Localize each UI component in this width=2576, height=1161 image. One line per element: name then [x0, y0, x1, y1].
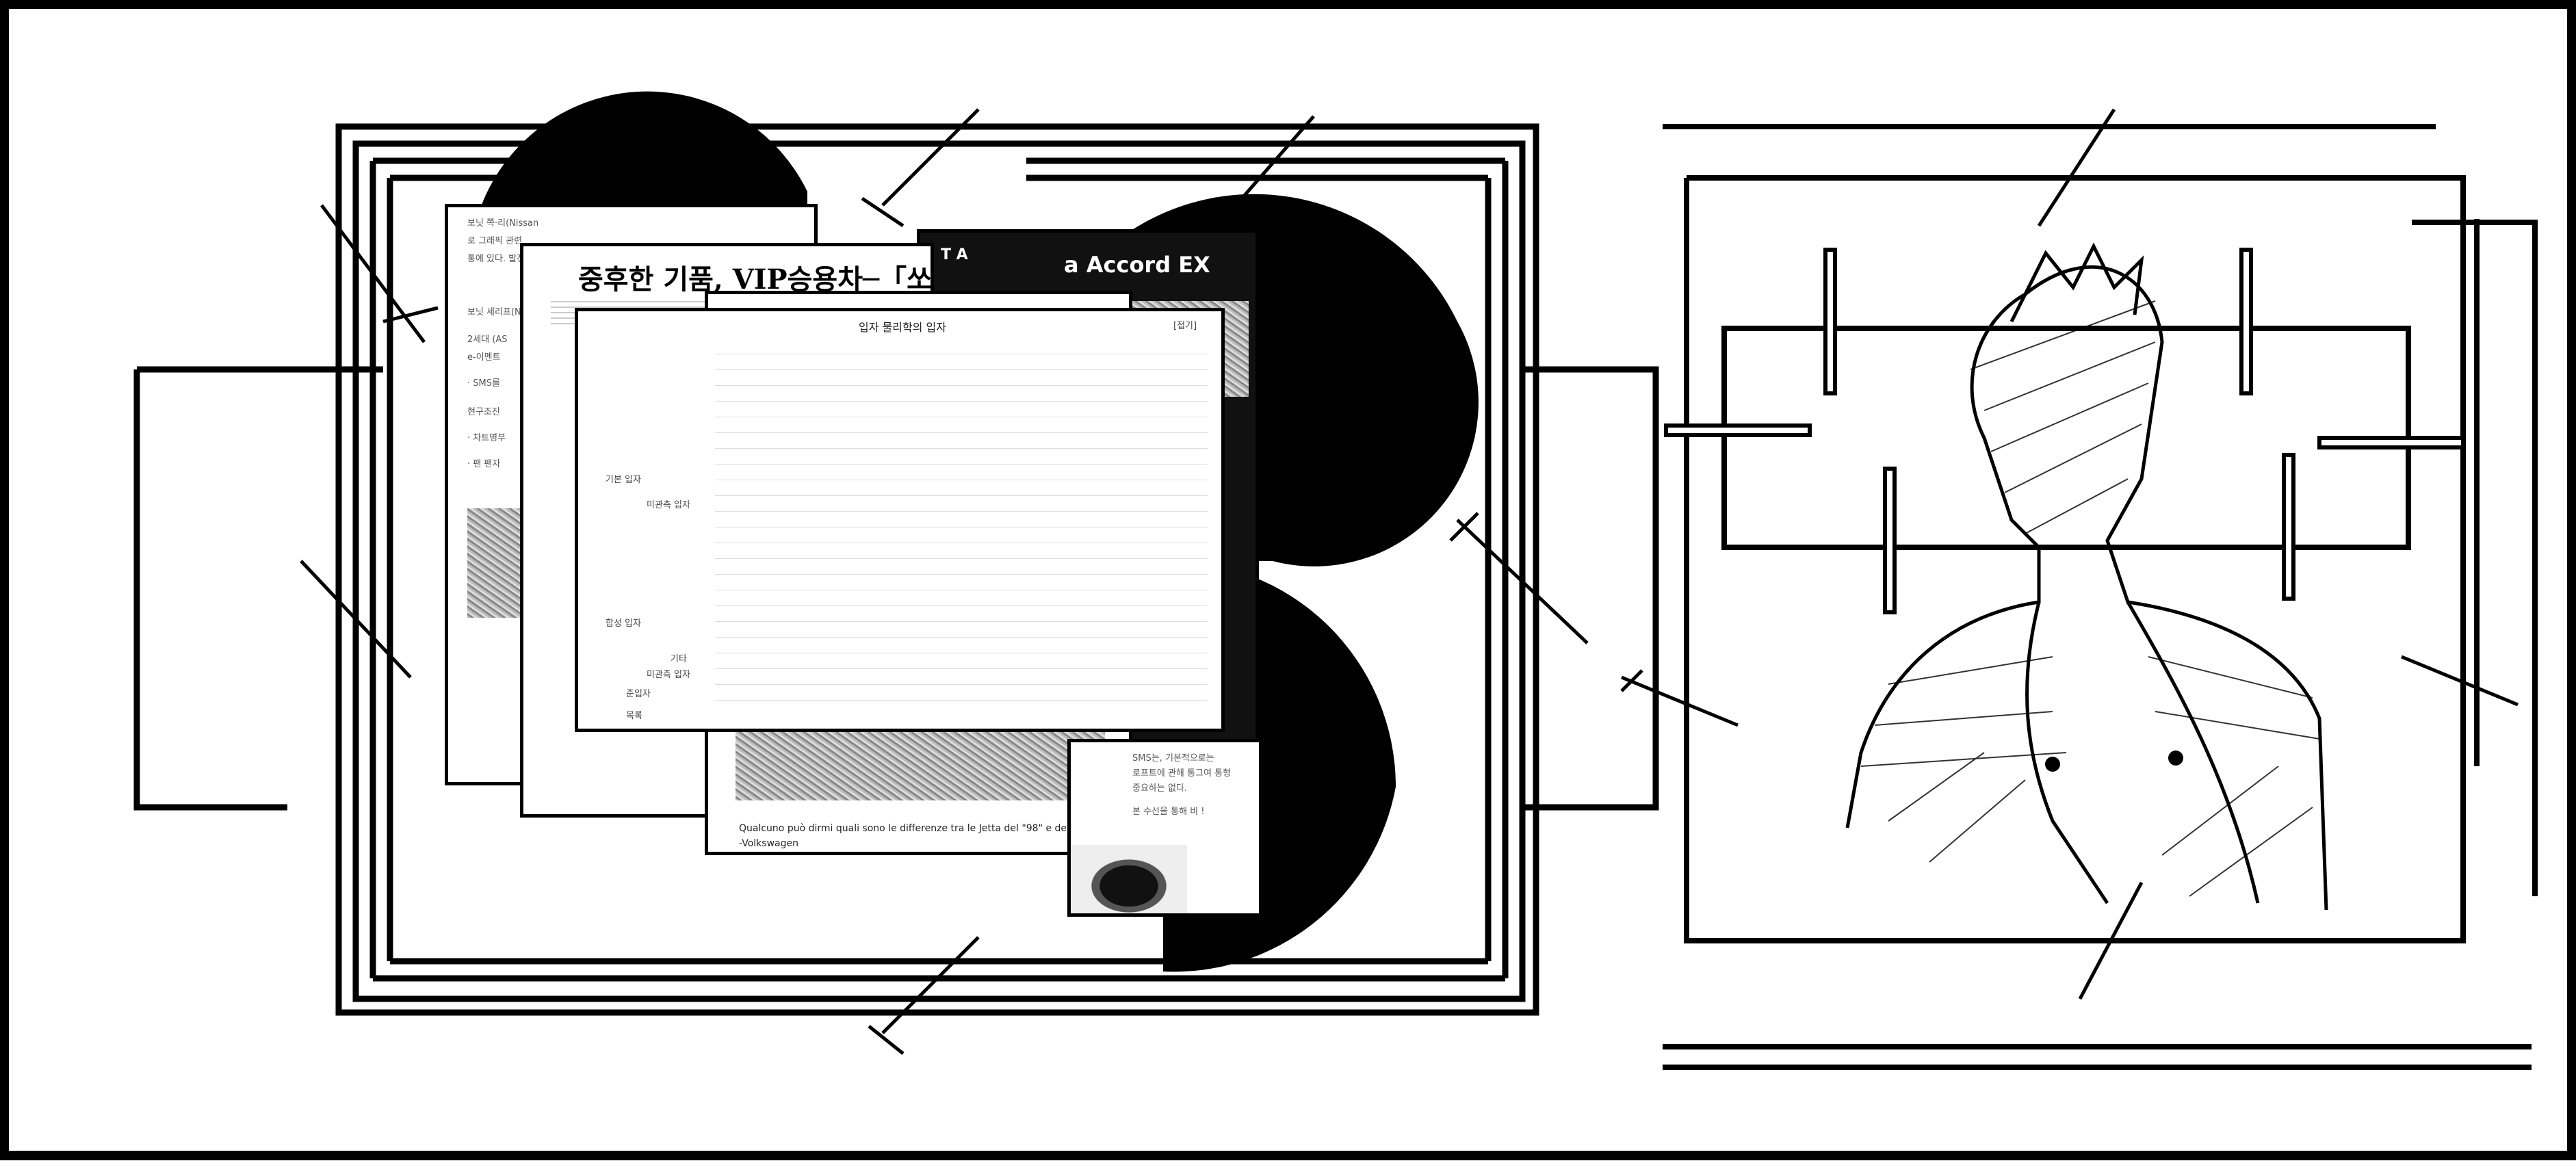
table-header: 입자 물리학의 입자 — [859, 321, 946, 334]
doc-particle-table: 입자 물리학의 입자 [접기] 기본 입자 미관측 입자 합성 입자 기타 미관… — [575, 308, 1225, 732]
article-photo — [736, 718, 1105, 800]
table-corner: [접기] — [1173, 321, 1197, 331]
table-rows — [715, 339, 1208, 708]
article-caption: Qualcuno può dirmi quali sono le differe… — [739, 823, 1099, 834]
car-image — [1071, 845, 1187, 913]
accord-badge: T A — [941, 246, 968, 263]
rightcol-line: 본 수선을 통해 비 ! — [1132, 807, 1205, 817]
accord-title: a Accord EX — [1064, 252, 1210, 278]
leftcol-line: e-이멘트 — [467, 352, 501, 363]
leftcol-line: 현구조진 — [467, 407, 500, 417]
row-label: 기타 — [671, 654, 687, 664]
row-label: 미관측 입자 — [647, 500, 690, 510]
sonata-title: 중후한 기품, VIP승용차─「쏘나타」 — [578, 263, 932, 296]
row-label: 기본 입자 — [606, 475, 641, 485]
rightcol-line: 중요하는 없다. — [1132, 783, 1188, 794]
row-label: 준입자 — [626, 689, 651, 699]
leftcol-line: 보닛 쪽·리(Nissan — [467, 218, 539, 229]
article-sub: -Volkswagen — [739, 838, 798, 849]
rightcol-line: 로프트에 관해 통그여 통형 — [1132, 768, 1231, 779]
leftcol-line: 통에 있다. 발전이 — [467, 254, 534, 264]
doc-right-column: SMS는, 기본적으로는 로프트에 관해 통그여 통형 중요하는 없다. 본 수… — [1067, 739, 1262, 917]
row-label: 목록 — [626, 711, 642, 721]
leftcol-line: 2세대 (AS — [467, 335, 508, 345]
leftcol-line: 로 그래픽 관련 — [467, 236, 523, 246]
leftcol-line: 보닛 세리프(Ni — [467, 307, 524, 317]
leftcol-line: · 차트명부 — [467, 433, 506, 443]
row-label: 합성 입자 — [606, 618, 641, 629]
leftcol-line: · SMS를 — [467, 378, 500, 389]
row-label: 미관측 입자 — [647, 670, 690, 680]
leftcol-line: · 팬 팬자 — [467, 459, 501, 469]
rightcol-line: SMS는, 기본적으로는 — [1132, 753, 1214, 764]
